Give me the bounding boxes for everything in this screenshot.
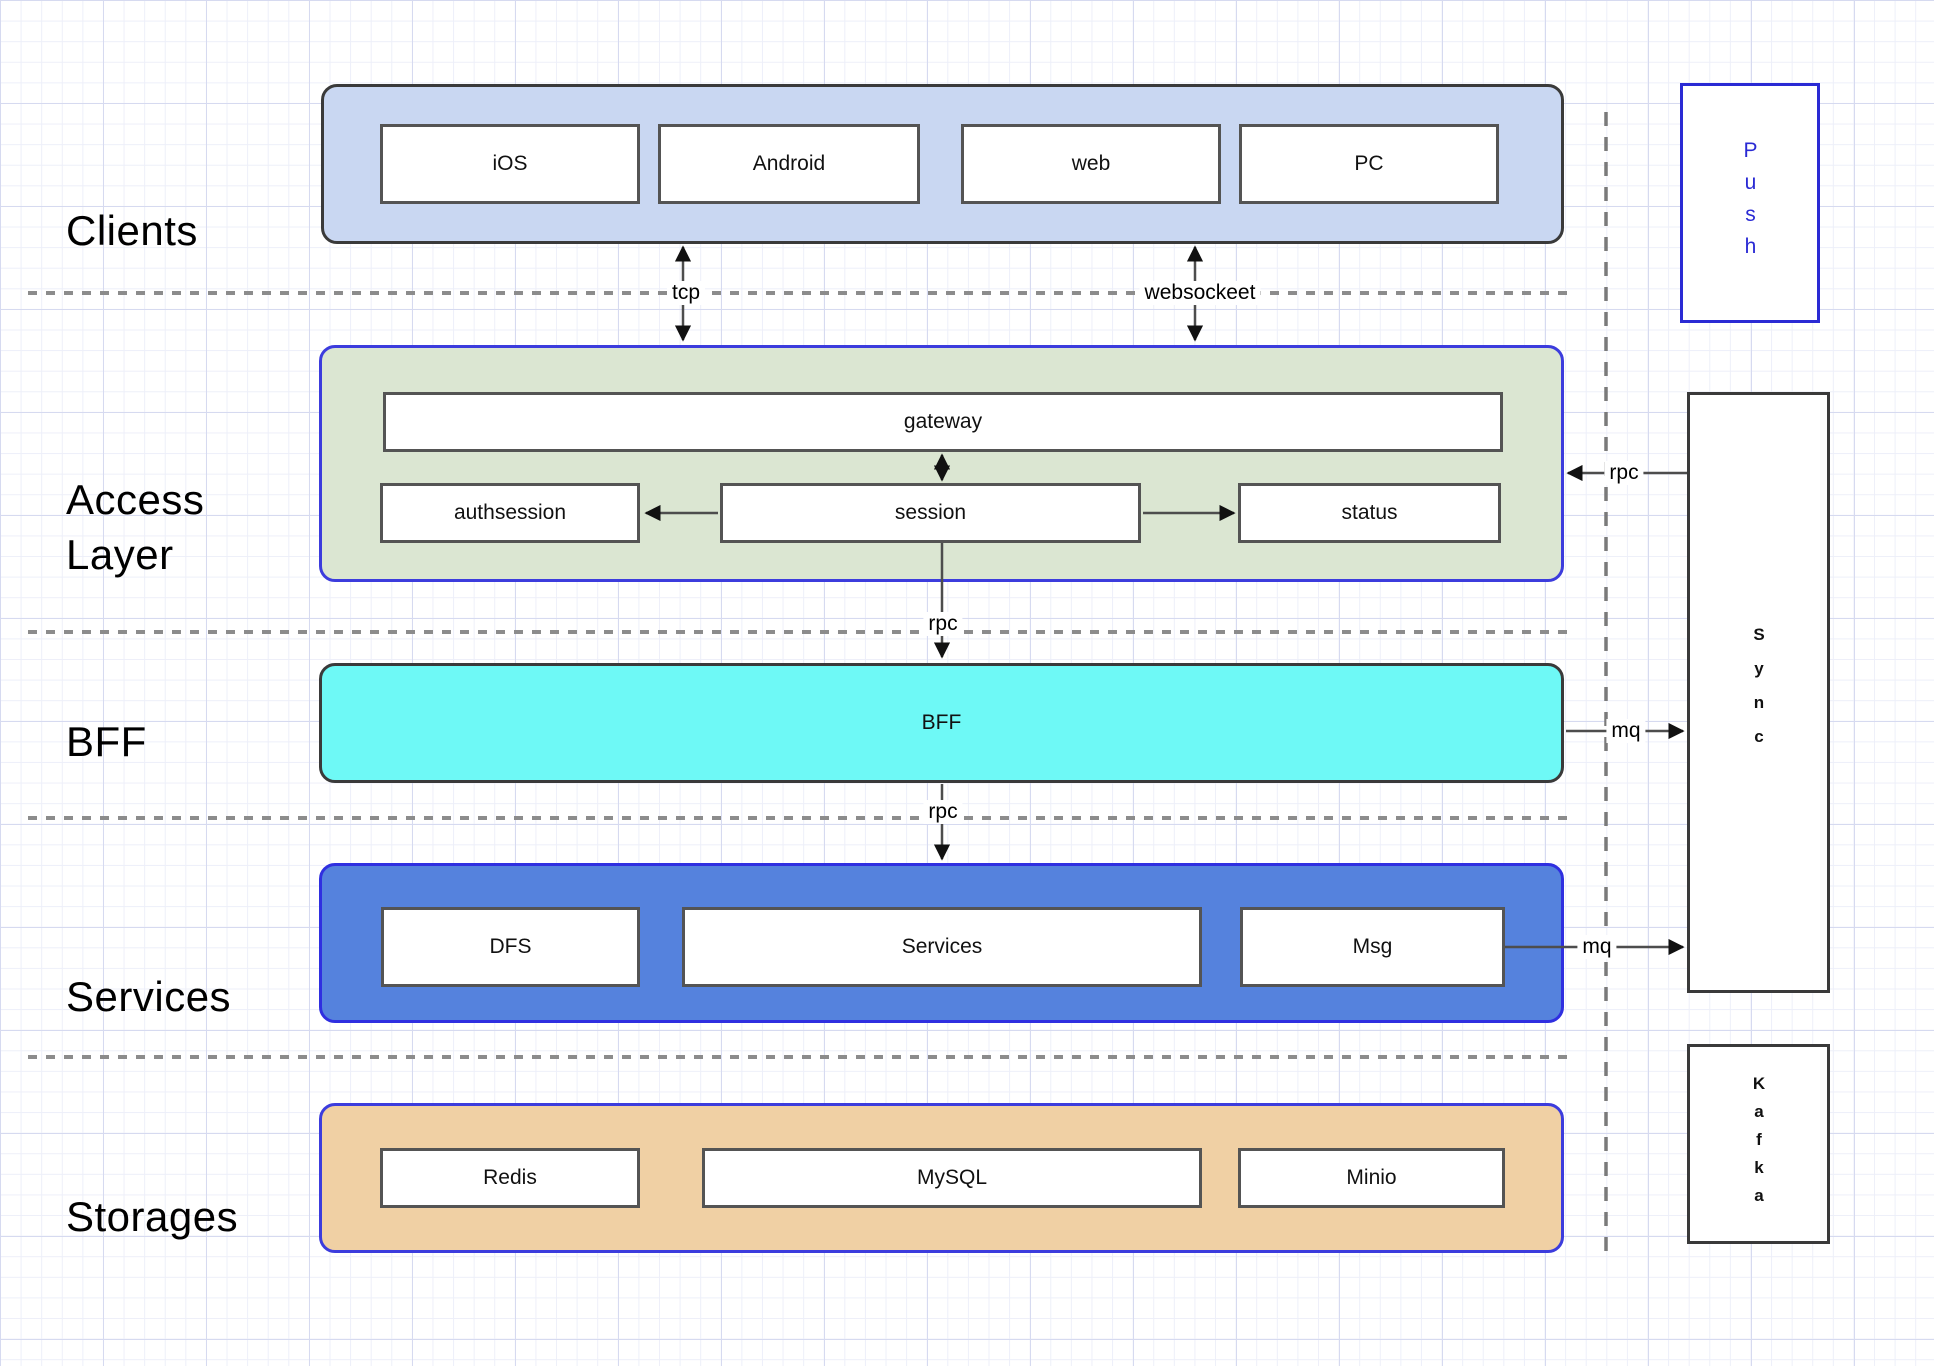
push-label: Push xyxy=(1739,139,1762,267)
node-gateway: gateway xyxy=(383,392,1503,452)
node-status: status xyxy=(1238,483,1501,543)
layer-label-services: Services xyxy=(66,973,232,1020)
layer-label-clients: Clients xyxy=(66,207,198,254)
kafka-label: Kafka xyxy=(1749,1074,1769,1214)
sync-label: Sync xyxy=(1749,624,1769,761)
layer-label-bff: BFF xyxy=(66,718,147,765)
node-redis: Redis xyxy=(380,1148,640,1208)
node-android: Android xyxy=(658,124,920,204)
edge-label-rpc-access-bff: rpc xyxy=(923,612,963,636)
node-mysql: MySQL xyxy=(702,1148,1202,1208)
push-box: Push xyxy=(1680,83,1820,323)
edge-label-mq-msg-sync: mq xyxy=(1577,935,1617,959)
node-session: session xyxy=(720,483,1141,543)
edge-label-websocket: websockeet xyxy=(1139,281,1261,305)
edge-label-rpc-sync-access: rpc xyxy=(1604,461,1644,485)
node-dfs: DFS xyxy=(381,907,640,987)
node-web: web xyxy=(961,124,1221,204)
node-pc: PC xyxy=(1239,124,1499,204)
edge-label-rpc-bff-services: rpc xyxy=(923,800,963,824)
edge-label-tcp: tcp xyxy=(666,281,706,305)
access-layer-container xyxy=(319,345,1564,582)
bff-node-label: BFF xyxy=(921,711,962,734)
node-authsession: authsession xyxy=(380,483,640,543)
edge-label-mq-bff-sync: mq xyxy=(1606,719,1646,743)
node-msg: Msg xyxy=(1240,907,1505,987)
node-ios: iOS xyxy=(380,124,640,204)
layer-label-storages: Storages xyxy=(66,1193,239,1240)
sync-box: Sync xyxy=(1687,392,1830,993)
node-services: Services xyxy=(682,907,1202,987)
kafka-box: Kafka xyxy=(1687,1044,1830,1244)
layer-label-access: Access Layer xyxy=(66,476,205,578)
node-minio: Minio xyxy=(1238,1148,1505,1208)
node-bff: BFF xyxy=(319,663,1564,783)
